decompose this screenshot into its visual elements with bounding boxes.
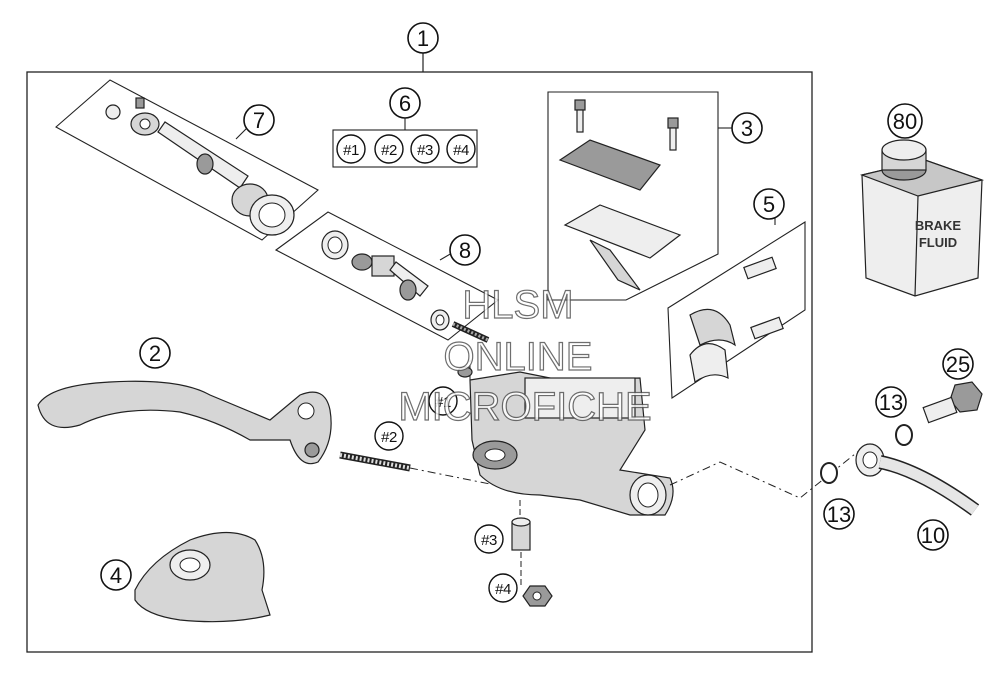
svg-text:1: 1 <box>417 26 429 51</box>
svg-text:10: 10 <box>921 523 945 548</box>
callout-7: 7 <box>243 104 275 136</box>
svg-text:5: 5 <box>763 192 775 217</box>
callout-13-upper: 13 <box>875 386 907 418</box>
assembly-frame <box>26 71 813 653</box>
svg-text:#2: #2 <box>381 429 397 446</box>
kit-3-panel <box>547 91 719 301</box>
svg-text:8: 8 <box>459 238 471 263</box>
svg-text:MICROFICHE: MICROFICHE <box>398 385 651 429</box>
callout-3: 3 <box>731 112 763 144</box>
kit-6-items: #1 #2 #3 #4 <box>332 129 478 168</box>
kit-item-4: #4 <box>453 142 469 159</box>
kit-item-1: #1 <box>343 142 359 159</box>
bottle-label-line1: BRAKE <box>915 218 962 233</box>
callout-2: 2 <box>139 337 171 369</box>
callout-10: 10 <box>917 519 949 551</box>
sub-label-3: #3 <box>474 524 504 554</box>
kit-item-2: #2 <box>381 142 397 159</box>
svg-text:6: 6 <box>399 91 411 116</box>
master-cylinder <box>457 360 674 516</box>
svg-text:80: 80 <box>893 109 917 134</box>
callout-13-lower: 13 <box>823 498 855 530</box>
sub-label-1: #1 <box>428 386 458 416</box>
svg-text:HLSM: HLSM <box>462 283 573 327</box>
callout-4: 4 <box>100 559 132 591</box>
sleeve-3 <box>511 500 531 551</box>
watermark: HLSM ONLINE MICROFICHE <box>398 282 653 429</box>
svg-text:2: 2 <box>149 341 161 366</box>
svg-text:13: 13 <box>879 390 903 415</box>
washer-13-upper <box>895 424 913 446</box>
svg-text:13: 13 <box>827 502 851 527</box>
lever-2 <box>37 380 332 465</box>
brake-fluid-bottle-80: BRAKE FLUID <box>859 139 985 297</box>
svg-text:7: 7 <box>253 108 265 133</box>
callout-8: 8 <box>449 234 481 266</box>
cover-4 <box>134 531 271 623</box>
kit-item-3: #3 <box>417 142 433 159</box>
washer-13-lower <box>820 462 838 484</box>
sub-label-4: #4 <box>488 573 518 603</box>
spring-2 <box>339 451 496 486</box>
callout-1: 1 <box>407 22 439 54</box>
svg-text:#4: #4 <box>495 581 511 598</box>
callout-5: 5 <box>753 188 785 220</box>
brake-hose-10 <box>855 443 980 516</box>
banjo-bolt-25 <box>922 381 983 424</box>
svg-text:3: 3 <box>741 116 753 141</box>
svg-text:#1: #1 <box>435 394 451 411</box>
svg-text:4: 4 <box>110 563 122 588</box>
kit-7-panel <box>55 79 319 241</box>
kit-8-panel <box>274 211 500 343</box>
callout-6: 6 <box>389 87 421 119</box>
callout-25: 25 <box>942 348 974 380</box>
nut-4 <box>520 552 553 607</box>
svg-text:25: 25 <box>946 352 970 377</box>
svg-text:ONLINE: ONLINE <box>444 335 593 379</box>
bottle-label-line2: FLUID <box>919 235 957 250</box>
svg-text:#3: #3 <box>481 532 497 549</box>
kit-5-panel <box>667 221 806 399</box>
sub-label-2: #2 <box>374 421 404 451</box>
callout-80: 80 <box>887 103 923 139</box>
